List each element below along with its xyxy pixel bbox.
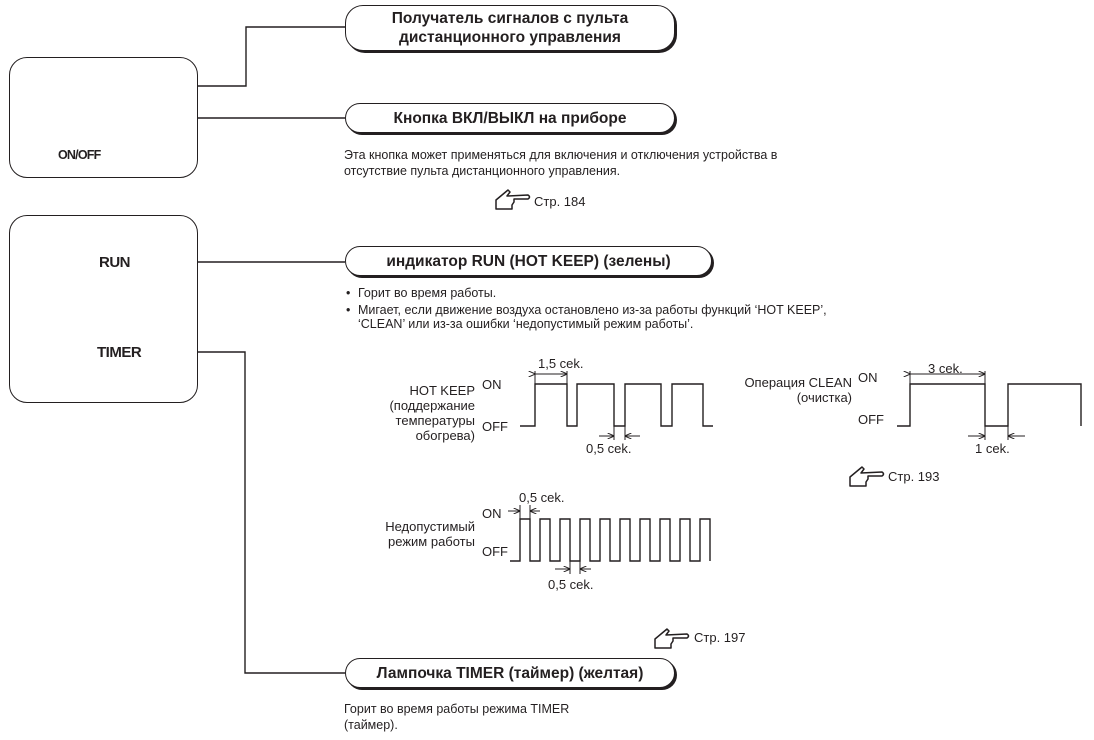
error-off-time: 0,5 cek. xyxy=(548,577,594,592)
timer-desc-line2: (таймер). xyxy=(344,718,398,732)
timer-connector xyxy=(170,351,345,674)
error-name: Недопустимый режим работы xyxy=(385,519,475,549)
hotkeep-off-time: 0,5 cek. xyxy=(586,441,632,456)
indicator-panel: RUN TIMER xyxy=(9,215,198,403)
onoff-title: Кнопка ВКЛ/ВЫКЛ на приборе xyxy=(393,109,627,127)
error-page-ref: Стр. 197 xyxy=(694,630,746,645)
run-bullets: Горит во время работы. Мигает, если движ… xyxy=(344,286,827,331)
onoff-desc-line1: Эта кнопка может применяться для включен… xyxy=(344,148,778,162)
timer-desc-line1: Горит во время работы режима TIMER xyxy=(344,702,570,716)
timer-label: TIMER xyxy=(97,344,142,361)
hotkeep-waveform xyxy=(520,383,713,427)
onoff-callout: Кнопка ВКЛ/ВЫКЛ на приборе xyxy=(345,103,675,133)
timer-title: Лампочка TIMER (таймер) (желтая) xyxy=(376,664,644,682)
hotkeep-off-label: OFF xyxy=(482,419,508,434)
clean-page-ref: Стр. 193 xyxy=(888,469,940,484)
receiver-title-line1: Получатель сигналов с пульта xyxy=(391,10,629,27)
run-label: RUN xyxy=(99,254,131,271)
clean-waveform xyxy=(897,383,1082,427)
pointing-hand-icon xyxy=(849,466,885,487)
onoff-label: ON/OFF xyxy=(58,148,101,162)
clean-name: Операция CLEAN (очистка) xyxy=(744,375,852,405)
list-item: Мигает, если движение воздуха остановлен… xyxy=(346,303,827,331)
error-waveform xyxy=(510,518,711,562)
power-panel: ON/OFF xyxy=(9,57,198,178)
onoff-desc-line2: отсутствие пульта дистанционного управле… xyxy=(344,164,621,178)
hotkeep-name: HOT KEEP (поддержание температуры обогре… xyxy=(389,383,475,443)
run-title: индикатор RUN (HOT KEEP) (зелены) xyxy=(386,252,671,270)
clean-off-label: OFF xyxy=(858,412,884,427)
receiver-connector xyxy=(170,26,345,87)
hotkeep-on-label: ON xyxy=(482,377,502,392)
onoff-page-ref: Стр. 184 xyxy=(534,194,586,209)
timer-callout: Лампочка TIMER (таймер) (желтая) xyxy=(345,658,675,688)
receiver-callout: Получатель сигналов с пульта дистанционн… xyxy=(345,5,675,51)
receiver-title-line2: дистанционного управления xyxy=(399,29,621,46)
clean-off-time: 1 cek. xyxy=(975,441,1010,456)
pointing-hand-icon xyxy=(495,189,531,210)
run-callout: индикатор RUN (HOT KEEP) (зелены) xyxy=(345,246,712,276)
error-on-time: 0,5 cek. xyxy=(519,490,565,505)
clean-on-time: 3 cek. xyxy=(928,361,963,376)
pointing-hand-icon xyxy=(654,628,690,649)
list-item: Горит во время работы. xyxy=(346,286,827,300)
error-off-label: OFF xyxy=(482,544,508,559)
clean-on-label: ON xyxy=(858,370,878,385)
error-on-label: ON xyxy=(482,506,502,521)
hotkeep-on-time: 1,5 cek. xyxy=(538,356,584,371)
